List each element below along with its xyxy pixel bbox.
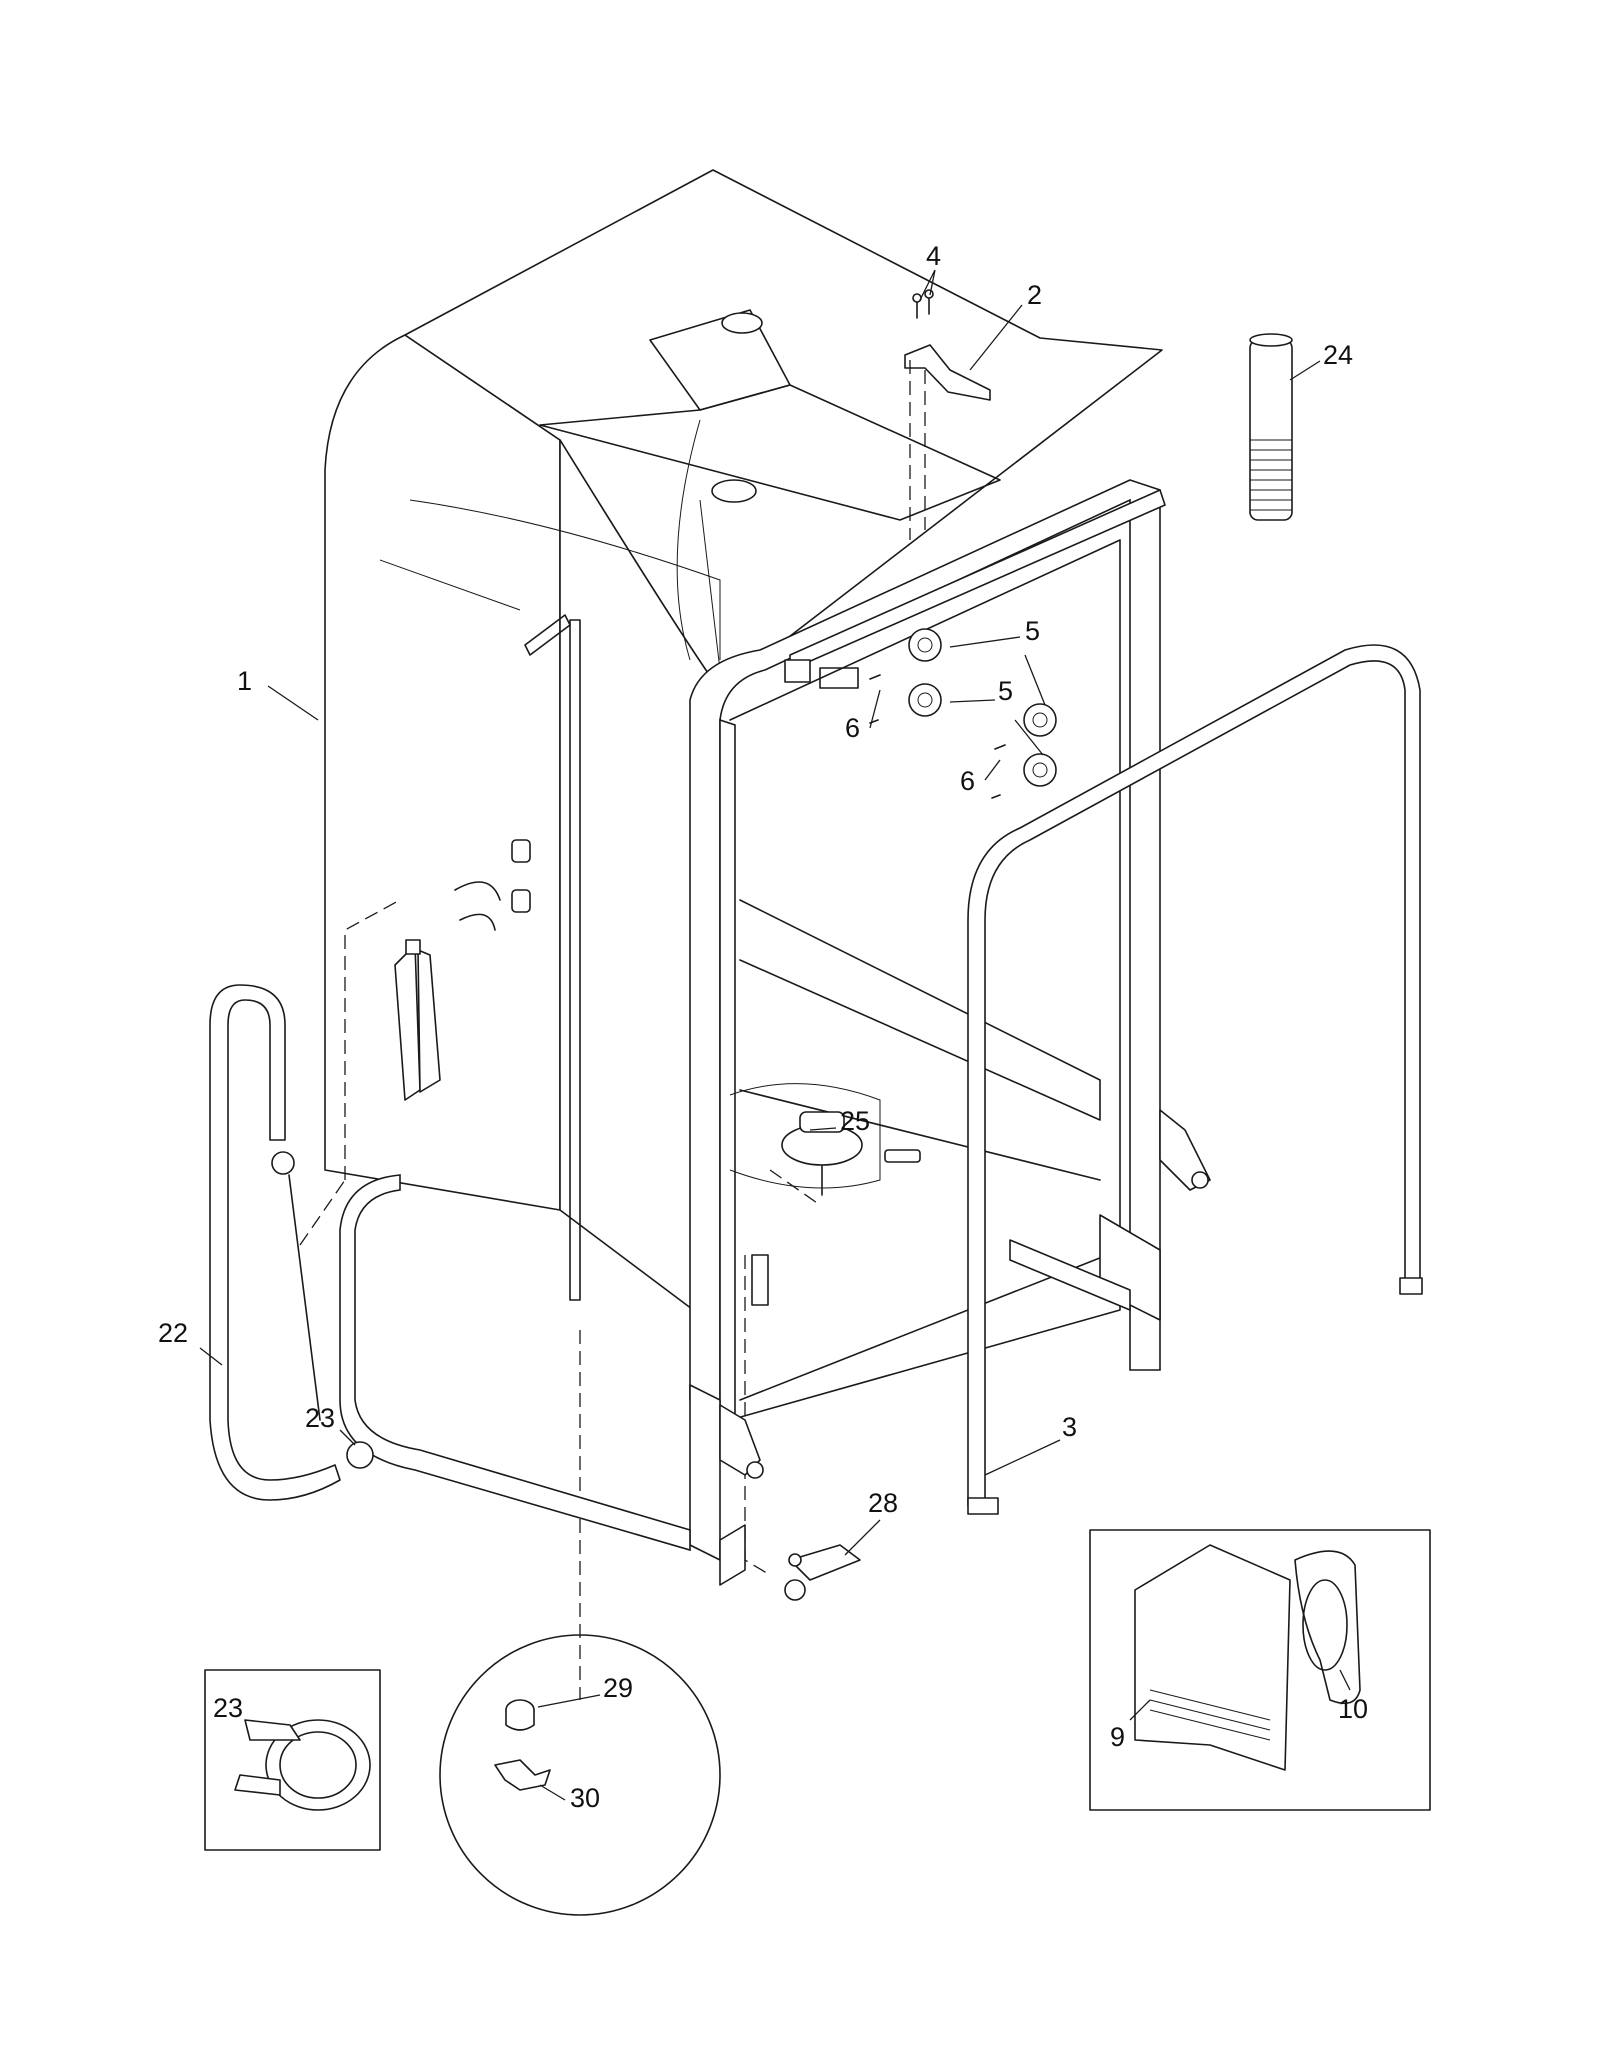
callout-6a: 6 — [845, 713, 860, 743]
lower-side-bracket — [339, 1174, 691, 1552]
callout-23a: 23 — [305, 1403, 335, 1433]
callout-22: 22 — [158, 1318, 188, 1348]
top-bracket — [904, 344, 991, 540]
door-gasket — [967, 644, 1423, 1515]
callout-4: 4 — [926, 241, 941, 271]
door-switch — [784, 1544, 861, 1601]
callout-28: 28 — [868, 1488, 898, 1518]
leader-lines — [199, 269, 1351, 1801]
callout-23b: 23 — [213, 1693, 243, 1723]
inset-control — [1089, 1529, 1431, 1811]
sump-assembly — [729, 1083, 921, 1306]
pipe — [1249, 333, 1293, 521]
callout-labels: 1 2 3 4 5 5 6 6 9 10 22 23 23 24 25 28 2… — [158, 241, 1368, 1813]
inset-circle — [439, 1634, 721, 1916]
callout-6b: 6 — [960, 766, 975, 796]
callout-3: 3 — [1062, 1412, 1077, 1442]
callout-24: 24 — [1323, 340, 1353, 370]
rack-rollers — [908, 628, 1057, 787]
callout-30: 30 — [570, 1783, 600, 1813]
hose-clamps — [271, 1151, 374, 1469]
callout-25: 25 — [840, 1106, 870, 1136]
front-frame — [689, 479, 1211, 1586]
callout-5b: 5 — [998, 676, 1013, 706]
roller-screws — [869, 674, 1006, 799]
callout-5a: 5 — [1025, 616, 1040, 646]
callout-29: 29 — [603, 1673, 633, 1703]
callout-1: 1 — [237, 666, 252, 696]
tub-body — [299, 169, 1163, 1700]
callout-9: 9 — [1110, 1722, 1125, 1752]
drain-hose — [209, 984, 341, 1501]
inset-clamp — [204, 1669, 381, 1851]
callout-2: 2 — [1027, 280, 1042, 310]
callout-10: 10 — [1338, 1694, 1368, 1724]
